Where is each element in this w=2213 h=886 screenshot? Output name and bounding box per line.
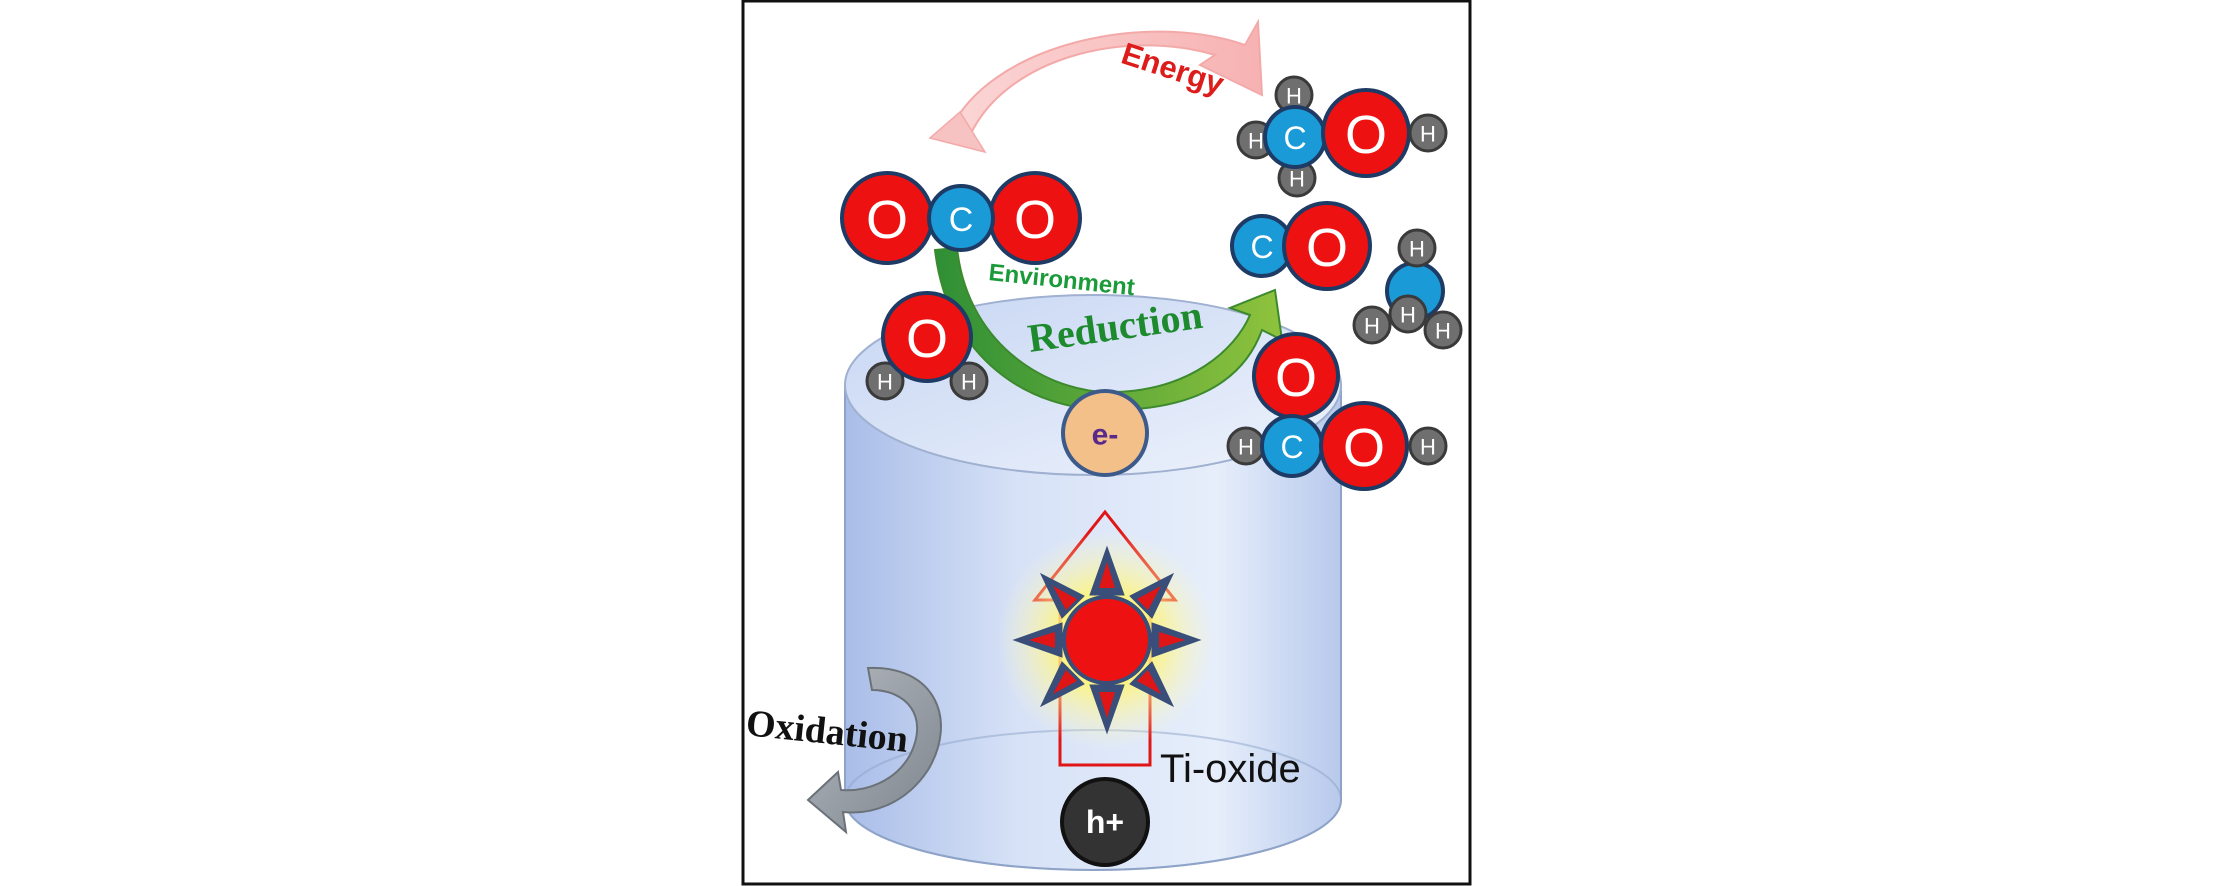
energy-arrow xyxy=(928,18,1264,154)
svg-text:H: H xyxy=(1420,435,1436,460)
electron-label: e- xyxy=(1092,419,1119,452)
svg-text:H: H xyxy=(1238,435,1254,460)
svg-text:C: C xyxy=(1283,120,1306,156)
svg-text:O: O xyxy=(1275,348,1317,408)
svg-text:H: H xyxy=(1364,314,1380,339)
svg-text:O: O xyxy=(1343,418,1385,478)
co-molecule: C O xyxy=(1230,201,1372,291)
svg-text:O: O xyxy=(1345,105,1387,165)
svg-text:C: C xyxy=(1280,429,1303,465)
oxidation-arrow xyxy=(806,666,942,835)
svg-text:O: O xyxy=(1014,190,1056,250)
svg-text:H: H xyxy=(1286,84,1302,109)
sun-core xyxy=(1062,595,1152,685)
svg-text:C: C xyxy=(949,201,974,239)
svg-text:H: H xyxy=(1400,303,1416,328)
svg-text:C: C xyxy=(1250,229,1273,265)
electron-particle: e- xyxy=(1061,389,1149,477)
ti-oxide-label: Ti-oxide xyxy=(1160,747,1301,791)
svg-text:H: H xyxy=(1289,167,1305,192)
co2-molecule: O O C xyxy=(840,171,1082,265)
svg-text:O: O xyxy=(1306,218,1348,278)
hole-label: h+ xyxy=(1086,804,1124,840)
svg-text:O: O xyxy=(906,309,948,369)
svg-text:H: H xyxy=(1420,122,1436,147)
ch3oh-molecule: H H H C O H xyxy=(1236,75,1448,198)
hole-particle: h+ xyxy=(1060,777,1150,867)
svg-text:H: H xyxy=(1409,237,1425,262)
svg-text:H: H xyxy=(1435,319,1451,344)
hcooh-molecule: O H C O H xyxy=(1226,332,1448,491)
svg-text:H: H xyxy=(877,370,893,395)
ch4-molecule: H H H H xyxy=(1352,228,1463,350)
light-excitation xyxy=(997,509,1217,767)
svg-text:H: H xyxy=(1248,129,1264,154)
h2o-molecule: H H O xyxy=(865,291,989,401)
svg-text:H: H xyxy=(961,370,977,395)
svg-text:O: O xyxy=(866,190,908,250)
